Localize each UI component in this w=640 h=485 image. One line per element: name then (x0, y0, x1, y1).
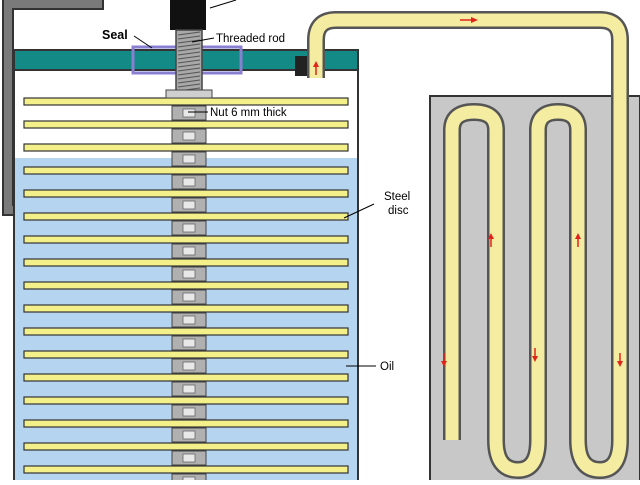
steel-disc (23, 350, 349, 359)
nut-bore (182, 338, 196, 348)
rod-thread (177, 47, 201, 52)
steel-disc (23, 442, 349, 451)
flow-arrow-icon (617, 353, 623, 367)
steel-disc (23, 212, 349, 221)
steel-disc (23, 327, 349, 336)
nut-bore (182, 154, 196, 164)
rod-thread (177, 35, 201, 40)
steel-disc (23, 396, 349, 405)
nut-bore (182, 108, 196, 118)
top-nut (165, 89, 213, 99)
steel-disc (23, 373, 349, 382)
nut-bore (182, 131, 196, 141)
rod-thread (177, 83, 201, 88)
steel-disc (23, 465, 349, 474)
nut-bore (182, 430, 196, 440)
nut-bore (182, 407, 196, 417)
rod-thread (177, 43, 201, 48)
flow-arrow-icon (532, 348, 538, 362)
rod-thread (177, 63, 201, 68)
steel-disc (23, 97, 349, 106)
nut-bore (182, 384, 196, 394)
coolant-pipe (307, 11, 629, 479)
steel-disc (23, 281, 349, 290)
nut-bore (182, 200, 196, 210)
rod-thread (177, 75, 201, 80)
steel-disc (23, 143, 349, 152)
rod-thread (177, 55, 201, 60)
nut-bore (182, 223, 196, 233)
steel-disc (23, 235, 349, 244)
top-cap (170, 0, 206, 30)
flow-arrow-icon (460, 17, 478, 23)
nut-bore (182, 361, 196, 371)
steel-disc (23, 189, 349, 198)
rod-thread (177, 79, 201, 84)
oil-label: Oil (380, 361, 394, 373)
steel-disc-label-1: Steel (384, 191, 410, 203)
steel-disc (23, 304, 349, 313)
flow-arrows (313, 17, 623, 367)
steel-disc (23, 166, 349, 175)
nut-bore (182, 269, 196, 279)
rod-thread (177, 51, 201, 56)
threaded-rod-label: Threaded rod (216, 33, 285, 45)
seal-label: Seal (102, 28, 128, 42)
steel-disc (23, 120, 349, 129)
flow-arrow-icon (441, 353, 447, 367)
steel-disc (23, 419, 349, 428)
nut-bore (182, 246, 196, 256)
flow-arrow-icon (575, 233, 581, 247)
nut-label: Nut 6 mm thick (210, 107, 287, 119)
rod-thread (177, 59, 201, 64)
flow-arrow-icon (313, 61, 319, 75)
steel-disc-label-2: disc (388, 205, 409, 217)
nut-bore (182, 315, 196, 325)
nut-bore (182, 177, 196, 187)
nut-bore (182, 292, 196, 302)
flow-arrow-icon (488, 233, 494, 247)
rod-thread (177, 67, 201, 72)
steel-disc (23, 258, 349, 267)
rod-thread (177, 31, 201, 36)
rod-thread (177, 71, 201, 76)
outlet-pipe (2, 0, 104, 216)
leader-lines (133, 0, 376, 367)
steel-disc-stack (23, 97, 349, 474)
rod-thread (177, 39, 201, 44)
nut-bore (182, 453, 196, 463)
